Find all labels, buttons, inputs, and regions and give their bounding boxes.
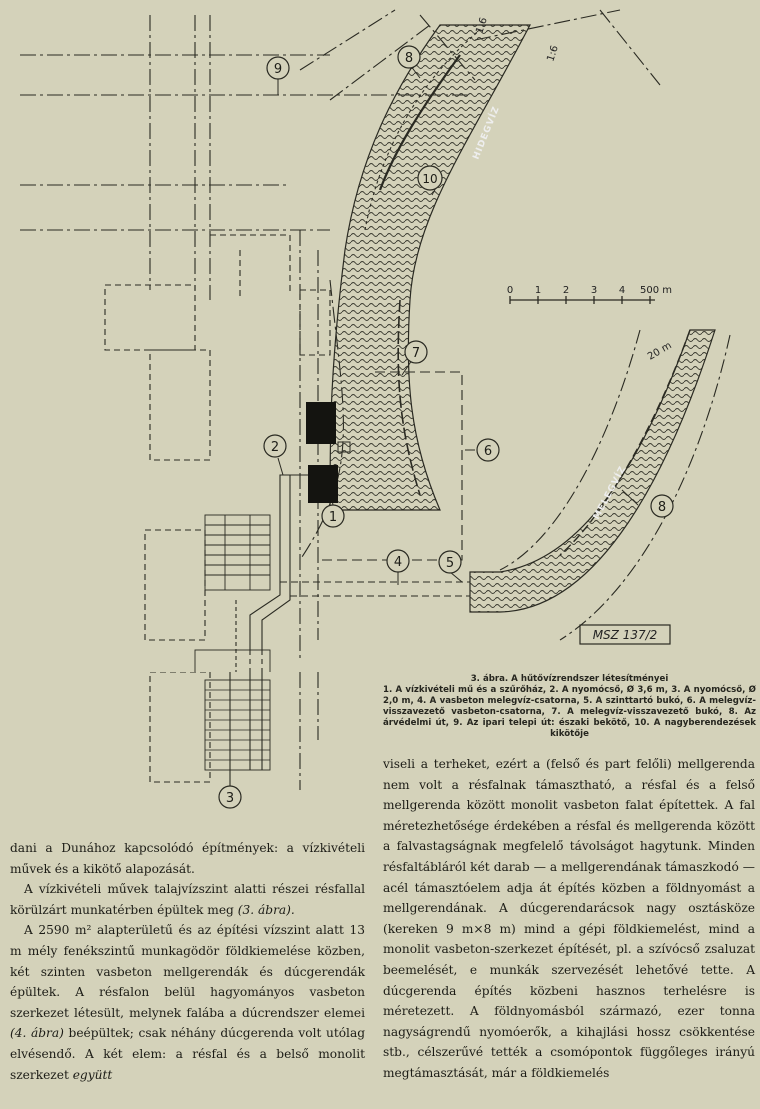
callout-8-top: 8: [397, 45, 421, 69]
svg-text:4: 4: [394, 555, 402, 570]
svg-text:6: 6: [484, 444, 492, 459]
paragraph: A vízkivételi művek talajvízszint alatti…: [10, 882, 365, 917]
scale-tick-2: 2: [563, 285, 569, 296]
callout-6: 6: [476, 438, 500, 462]
text-column-left: dani a Dunához kapcsolódó építmények: a …: [10, 838, 365, 1085]
svg-text:9: 9: [274, 62, 282, 77]
site-plan-drawing: MSZ 137/2 0 1 2 3 4 500 m HIDEGVÍZ MELEG…: [20, 9, 731, 672]
building-outlines: [104, 234, 331, 641]
road-lines: [20, 9, 661, 660]
caption-title: 3. ábra. A hűtővízrendszer létesítményei: [470, 674, 669, 684]
figure-caption: 3. ábra. A hűtővízrendszer létesítményei…: [383, 674, 756, 740]
paragraph: viseli a terheket, ezért a (felső és par…: [383, 757, 755, 1080]
svg-text:8: 8: [405, 51, 413, 66]
svg-text:1: 1: [329, 510, 337, 525]
scale-tick-0: 0: [507, 285, 513, 296]
scale-tick-1: 1: [535, 285, 541, 296]
callout-1: 1: [321, 504, 345, 528]
dimension-slope-2: 1:6: [545, 44, 560, 63]
intake-building-upper: [306, 402, 336, 444]
scale-bar: [509, 296, 655, 304]
svg-text:2: 2: [271, 440, 279, 455]
svg-text:8: 8: [658, 500, 666, 515]
callout-3-label: 3: [226, 791, 234, 806]
site-plan-drawing-lower: 3: [149, 672, 319, 809]
callout-4: 4: [386, 549, 410, 573]
callout-10: 10: [417, 165, 443, 191]
svg-text:7: 7: [412, 346, 420, 361]
svg-text:10: 10: [422, 172, 437, 186]
scale-tick-3: 3: [591, 285, 597, 296]
intake-building-lower: [308, 465, 338, 503]
dimension-slope-1: 1:6: [474, 16, 489, 35]
filter-house-blocks: [194, 514, 271, 672]
paragraph: dani a Dunához kapcsolódó építmények: a …: [10, 841, 365, 876]
dimension-width: 20 m: [646, 340, 674, 362]
paragraph: A 2590 m² alapterületű és az építési víz…: [10, 923, 366, 1082]
stamp-text: MSZ 137/2: [593, 628, 658, 642]
caption-body: 1. A vízkivételi mű és a szűrőház, 2. A …: [383, 685, 756, 739]
warm-water-channel: [280, 581, 470, 597]
cold-water-channel: [329, 24, 531, 511]
pressure-pipes: [235, 474, 310, 672]
scale-tick-4: 4: [619, 285, 625, 296]
text-column-right: viseli a terheket, ezért a (felső és par…: [383, 754, 755, 1084]
stamp-box: [579, 624, 671, 645]
scale-tick-5: 500 m: [640, 285, 672, 296]
callout-2: 2: [263, 434, 287, 458]
callout-9: 9: [266, 56, 290, 80]
callout-5: 5: [438, 550, 462, 574]
svg-text:5: 5: [446, 556, 454, 571]
callout-7: 7: [404, 340, 428, 364]
callout-8-right: 8: [650, 494, 674, 518]
warm-outlet-channel: [469, 329, 716, 613]
